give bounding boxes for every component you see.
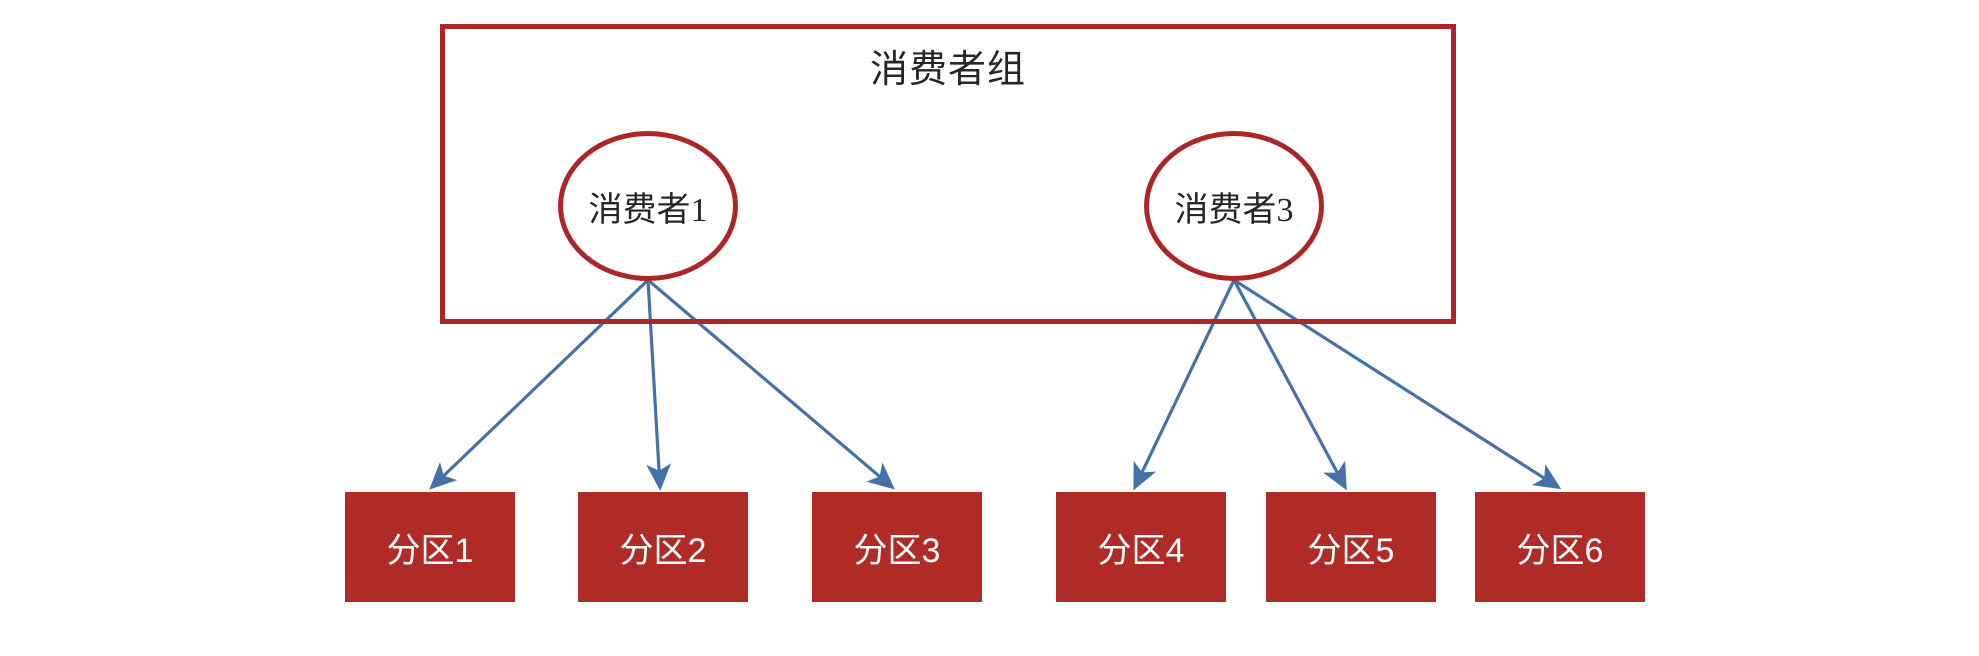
consumer-node-3-label: 消费者3 [1174,191,1294,229]
partition-box-1-label: 分区1 [386,531,474,570]
partition-box-1[interactable]: 分区1 [345,492,515,602]
partition-box-2[interactable]: 分区2 [578,492,748,602]
consumer-group-container [440,24,1456,324]
consumer-node-3[interactable]: 消费者3 [1144,131,1324,281]
connector-consumer1-partition2 [646,279,672,491]
partition-box-5-label: 分区5 [1307,531,1395,570]
consumer-group-label: 消费者组 [869,49,1026,91]
partition-box-3-label: 分区3 [853,531,941,570]
partition-box-3[interactable]: 分区3 [812,492,982,602]
consumer-node-1[interactable]: 消费者1 [558,131,738,281]
connector-consumer1-partition1 [429,278,650,490]
partition-box-2-label: 分区2 [619,531,707,570]
partition-box-4-label: 分区4 [1097,531,1185,570]
connector-consumer3-partition4 [1133,279,1236,491]
connector-consumer3-partition5 [1232,279,1347,491]
partition-box-4[interactable]: 分区4 [1056,492,1226,602]
partition-box-6-label: 分区6 [1516,531,1604,570]
partition-box-6[interactable]: 分区6 [1475,492,1645,602]
connector-consumer3-partition6 [1233,278,1562,490]
partition-box-5[interactable]: 分区5 [1266,492,1436,602]
consumer-node-1-label: 消费者1 [588,191,708,229]
connector-consumer1-partition3 [646,278,895,490]
